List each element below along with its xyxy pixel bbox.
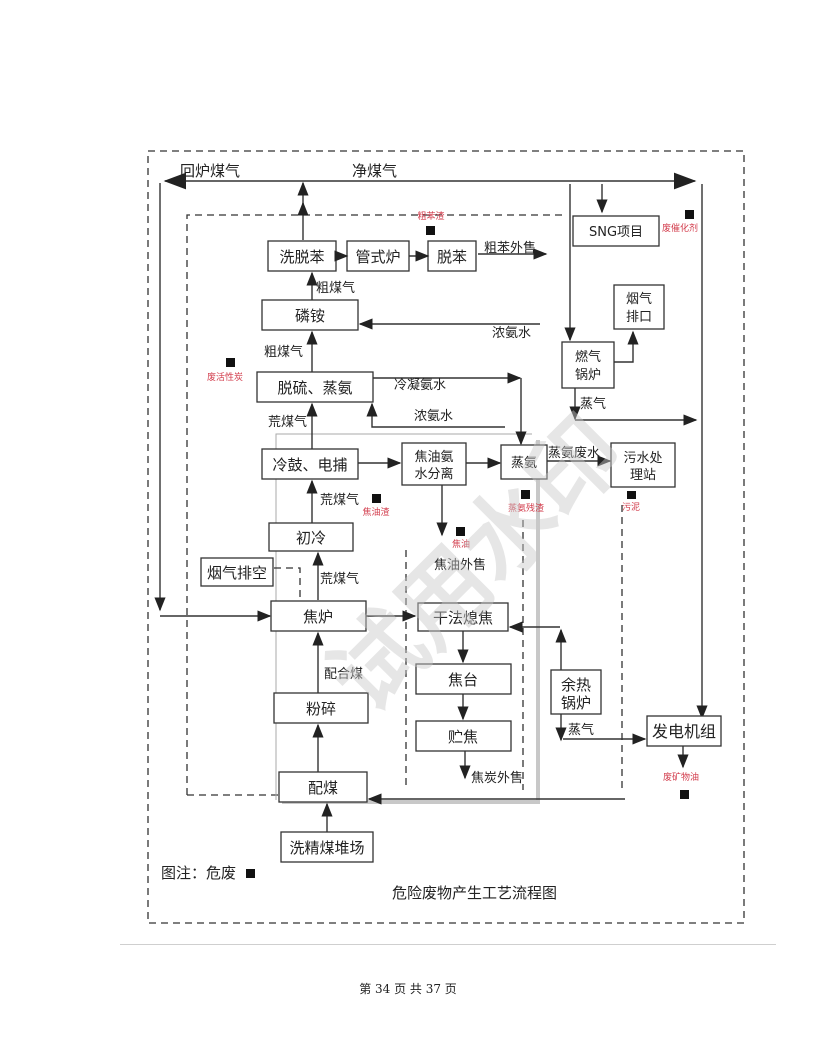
coke-zone-frame — [275, 433, 532, 800]
arrow-conc-ammonia-2 — [366, 402, 505, 428]
flow-label: 回炉煤气 — [180, 162, 240, 180]
diagram-title: 危险废物产生工艺流程图 — [392, 884, 557, 902]
hazard-square — [680, 790, 689, 799]
node-label: 焦油氨 — [414, 450, 453, 465]
node-label: 余热 — [561, 676, 591, 694]
node-label: 冷鼓、电捕 — [272, 456, 347, 474]
node-label: 焦炉 — [303, 608, 333, 626]
hazard-square — [426, 226, 435, 235]
node-primary-cooling — [268, 522, 354, 552]
node-crushing — [273, 692, 369, 724]
arrow-boiler-to-flue — [614, 330, 639, 363]
hazard-square — [456, 527, 465, 536]
flow-label: 蒸气 — [568, 722, 594, 738]
node-label: 水分离 — [414, 466, 453, 482]
hazard-square — [685, 210, 694, 219]
flow-label: 浓氨水 — [492, 326, 531, 341]
flow-label: 荒煤气 — [320, 492, 359, 508]
node-label: 管式炉 — [355, 248, 400, 266]
node-label: 锅炉 — [561, 694, 591, 712]
node-label: 洗脱苯 — [279, 248, 324, 266]
hazard-label: 粗苯渣 — [417, 210, 444, 222]
node-ammonia-still — [500, 444, 548, 480]
node-label: 烟气 — [626, 291, 652, 307]
flow-label: 浓氨水 — [414, 409, 453, 424]
flow-label: 荒煤气 — [320, 571, 359, 587]
flow-label: 粗煤气 — [316, 280, 355, 296]
node-label: 锅炉 — [575, 367, 601, 383]
hazard-square — [627, 491, 636, 499]
flow-label: 焦油外售 — [434, 557, 486, 573]
node-benzene-wash — [267, 240, 337, 272]
hazard-label: 焦油渣 — [362, 506, 389, 518]
node-label: 磷铵 — [295, 307, 325, 325]
node-flue-outlet — [613, 284, 665, 330]
node-tar-separation — [401, 442, 467, 486]
hazard-label: 蒸氨残渣 — [508, 502, 544, 514]
node-label: 初冷 — [296, 529, 326, 547]
node-dry-quench — [417, 602, 509, 632]
dashed-line — [262, 567, 301, 600]
node-label: 焦台 — [448, 671, 478, 689]
legend-hazard-square — [246, 869, 255, 878]
node-label: 贮焦 — [448, 728, 478, 746]
node-label: 脱苯 — [437, 248, 467, 266]
legend-label: 图注：危废 — [161, 864, 236, 882]
flow-label: 冷凝氨水 — [394, 377, 446, 393]
node-label: 干法熄焦 — [433, 609, 493, 627]
node-label: 污水处 — [623, 451, 662, 466]
flow-label: 配合煤 — [324, 667, 363, 682]
flow-label: 净煤气 — [352, 162, 397, 180]
hazard-square — [226, 358, 235, 367]
page-number: 第 34 页 共 37 页 — [359, 982, 457, 996]
hazard-label: 废活性炭 — [207, 371, 243, 383]
node-desulfurization — [256, 371, 374, 403]
node-label: 蒸氨 — [511, 456, 537, 471]
node-ammonium-phosphate — [261, 299, 359, 331]
node-flue-exhaust — [200, 557, 274, 587]
hazard-label: 焦油 — [452, 538, 470, 550]
node-label: 粉碎 — [306, 700, 336, 718]
node-wastewater-plant — [610, 442, 676, 488]
node-coke-oven — [270, 600, 367, 632]
node-generator — [646, 715, 722, 747]
node-sng-project — [572, 215, 660, 247]
node-label: 排口 — [626, 310, 652, 325]
node-label: 洗精煤堆场 — [289, 839, 364, 857]
flow-label: 荒煤气 — [268, 414, 307, 430]
node-cooling-capture — [261, 448, 359, 480]
flow-label: 粗苯外售 — [484, 240, 536, 256]
hazard-label: 废矿物油 — [663, 771, 699, 783]
page-separator — [120, 944, 776, 945]
node-label: SNG项目 — [589, 225, 643, 240]
node-coke-storage — [415, 720, 512, 752]
node-label: 脱硫、蒸氨 — [277, 379, 352, 397]
flow-label: 粗煤气 — [264, 344, 303, 360]
hazard-square — [372, 494, 381, 503]
node-waste-heat-boiler — [550, 669, 602, 715]
hazard-label: 废催化剂 — [662, 222, 698, 234]
node-gas-boiler — [561, 341, 615, 389]
node-label: 理站 — [630, 468, 656, 483]
node-label: 配煤 — [308, 779, 338, 797]
flow-label: 蒸气 — [580, 396, 606, 412]
node-coke-platform — [415, 663, 512, 695]
node-coal-blending — [278, 771, 368, 803]
flow-label: 蒸氨废水 — [548, 445, 600, 461]
node-label: 烟气排空 — [207, 564, 267, 582]
node-label: 燃气 — [575, 349, 601, 365]
node-label: 发电机组 — [652, 722, 716, 741]
flow-label: 焦炭外售 — [471, 770, 523, 786]
hazard-square — [521, 490, 530, 499]
hazard-label: 污泥 — [622, 501, 640, 513]
inner-dashed-frame — [186, 214, 565, 795]
